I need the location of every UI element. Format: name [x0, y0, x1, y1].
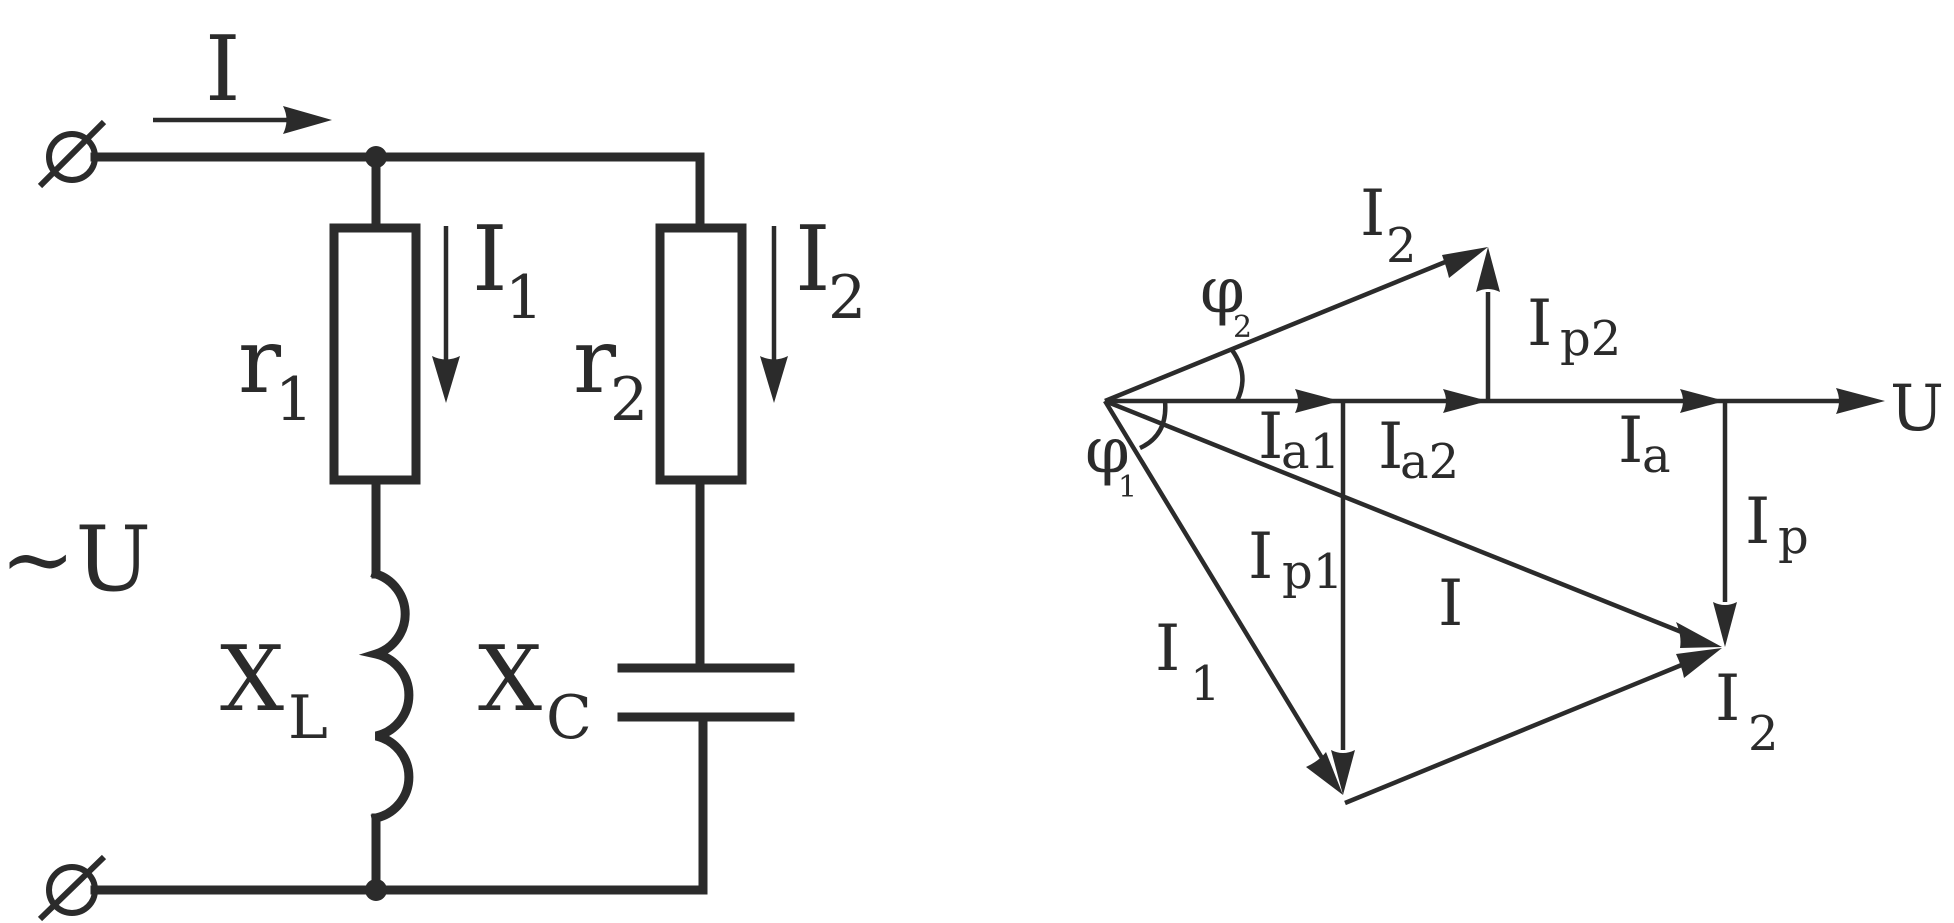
- label-i2-sub: 2: [828, 263, 866, 333]
- arrow-i-total: [153, 106, 332, 134]
- label-supply: ~U: [0, 507, 151, 612]
- arrow-ia: [1680, 389, 1725, 413]
- angle-arc-phi1: [1138, 400, 1168, 451]
- label-ia: I: [1618, 404, 1643, 478]
- label-i1: I: [472, 207, 508, 312]
- phasor-ip: [1713, 401, 1737, 647]
- label-r2-sub: 2: [610, 365, 648, 435]
- resistor-r1: [329, 223, 421, 485]
- resistor-r2: [655, 223, 747, 485]
- label-ip-sub: p: [1778, 509, 1809, 565]
- label-i2-top: I: [1360, 177, 1385, 251]
- circuit: I I 1 I 2 r 1 r 2 ~U X L X C: [0, 17, 866, 922]
- label-xl-sub: L: [288, 683, 328, 753]
- label-ia2-sub: a2: [1400, 434, 1459, 490]
- arrow-ia2: [1443, 389, 1488, 413]
- label-i2-top-sub: 2: [1386, 218, 1417, 274]
- label-i2: I: [795, 207, 831, 312]
- phasor-ip1: [1331, 401, 1355, 795]
- label-xc-sub: C: [546, 683, 592, 753]
- label-ip1: I: [1248, 520, 1273, 594]
- label-i-total: I: [1438, 567, 1463, 641]
- phasor-i1: [1103, 399, 1343, 795]
- label-i1-sub: 1: [1190, 656, 1221, 712]
- label-ip: I: [1745, 485, 1770, 559]
- label-xl: X: [220, 627, 284, 732]
- arrow-ia1: [1295, 389, 1340, 413]
- label-ia1: I: [1258, 400, 1283, 474]
- phasor-i2: [1104, 247, 1488, 404]
- phasor-i-total: [1104, 398, 1722, 648]
- label-i1-sub: 1: [505, 263, 543, 333]
- arrow-u: [1836, 388, 1885, 414]
- label-ia1-sub: a1: [1281, 424, 1340, 480]
- label-i-total: I: [205, 17, 241, 122]
- angle-arc-phi2: [1230, 348, 1245, 403]
- phasor-ip2: [1476, 247, 1500, 401]
- label-ip2-sub: p2: [1560, 311, 1621, 367]
- label-phi1: φ: [1085, 414, 1130, 488]
- label-r1: r: [238, 309, 282, 414]
- label-i1: I: [1155, 612, 1180, 686]
- label-ip1-sub: p1: [1282, 544, 1343, 600]
- arrow-i2: [760, 226, 788, 403]
- arrow-i1: [432, 226, 460, 403]
- label-xc: X: [478, 627, 542, 732]
- label-phi1-sub: 1: [1118, 470, 1137, 505]
- label-r2: r: [573, 309, 617, 414]
- label-i2-bottom-sub: 2: [1748, 706, 1779, 762]
- phasor-i2-translated: [1344, 648, 1722, 806]
- label-ip2: I: [1527, 287, 1552, 361]
- label-r1-sub: 1: [275, 365, 313, 435]
- phasor-diagram: U I 2 φ 2 I p2 I a1 I a2 I a φ 1 I p1 I …: [1085, 177, 1944, 806]
- label-phi2: φ: [1200, 254, 1245, 328]
- label-i2-bottom: I: [1715, 662, 1740, 736]
- label-ia2: I: [1378, 410, 1403, 484]
- label-ia-sub: a: [1642, 428, 1671, 484]
- label-phi2-sub: 2: [1233, 310, 1252, 345]
- label-u: U: [1890, 372, 1944, 446]
- inductor-xl: [358, 568, 414, 824]
